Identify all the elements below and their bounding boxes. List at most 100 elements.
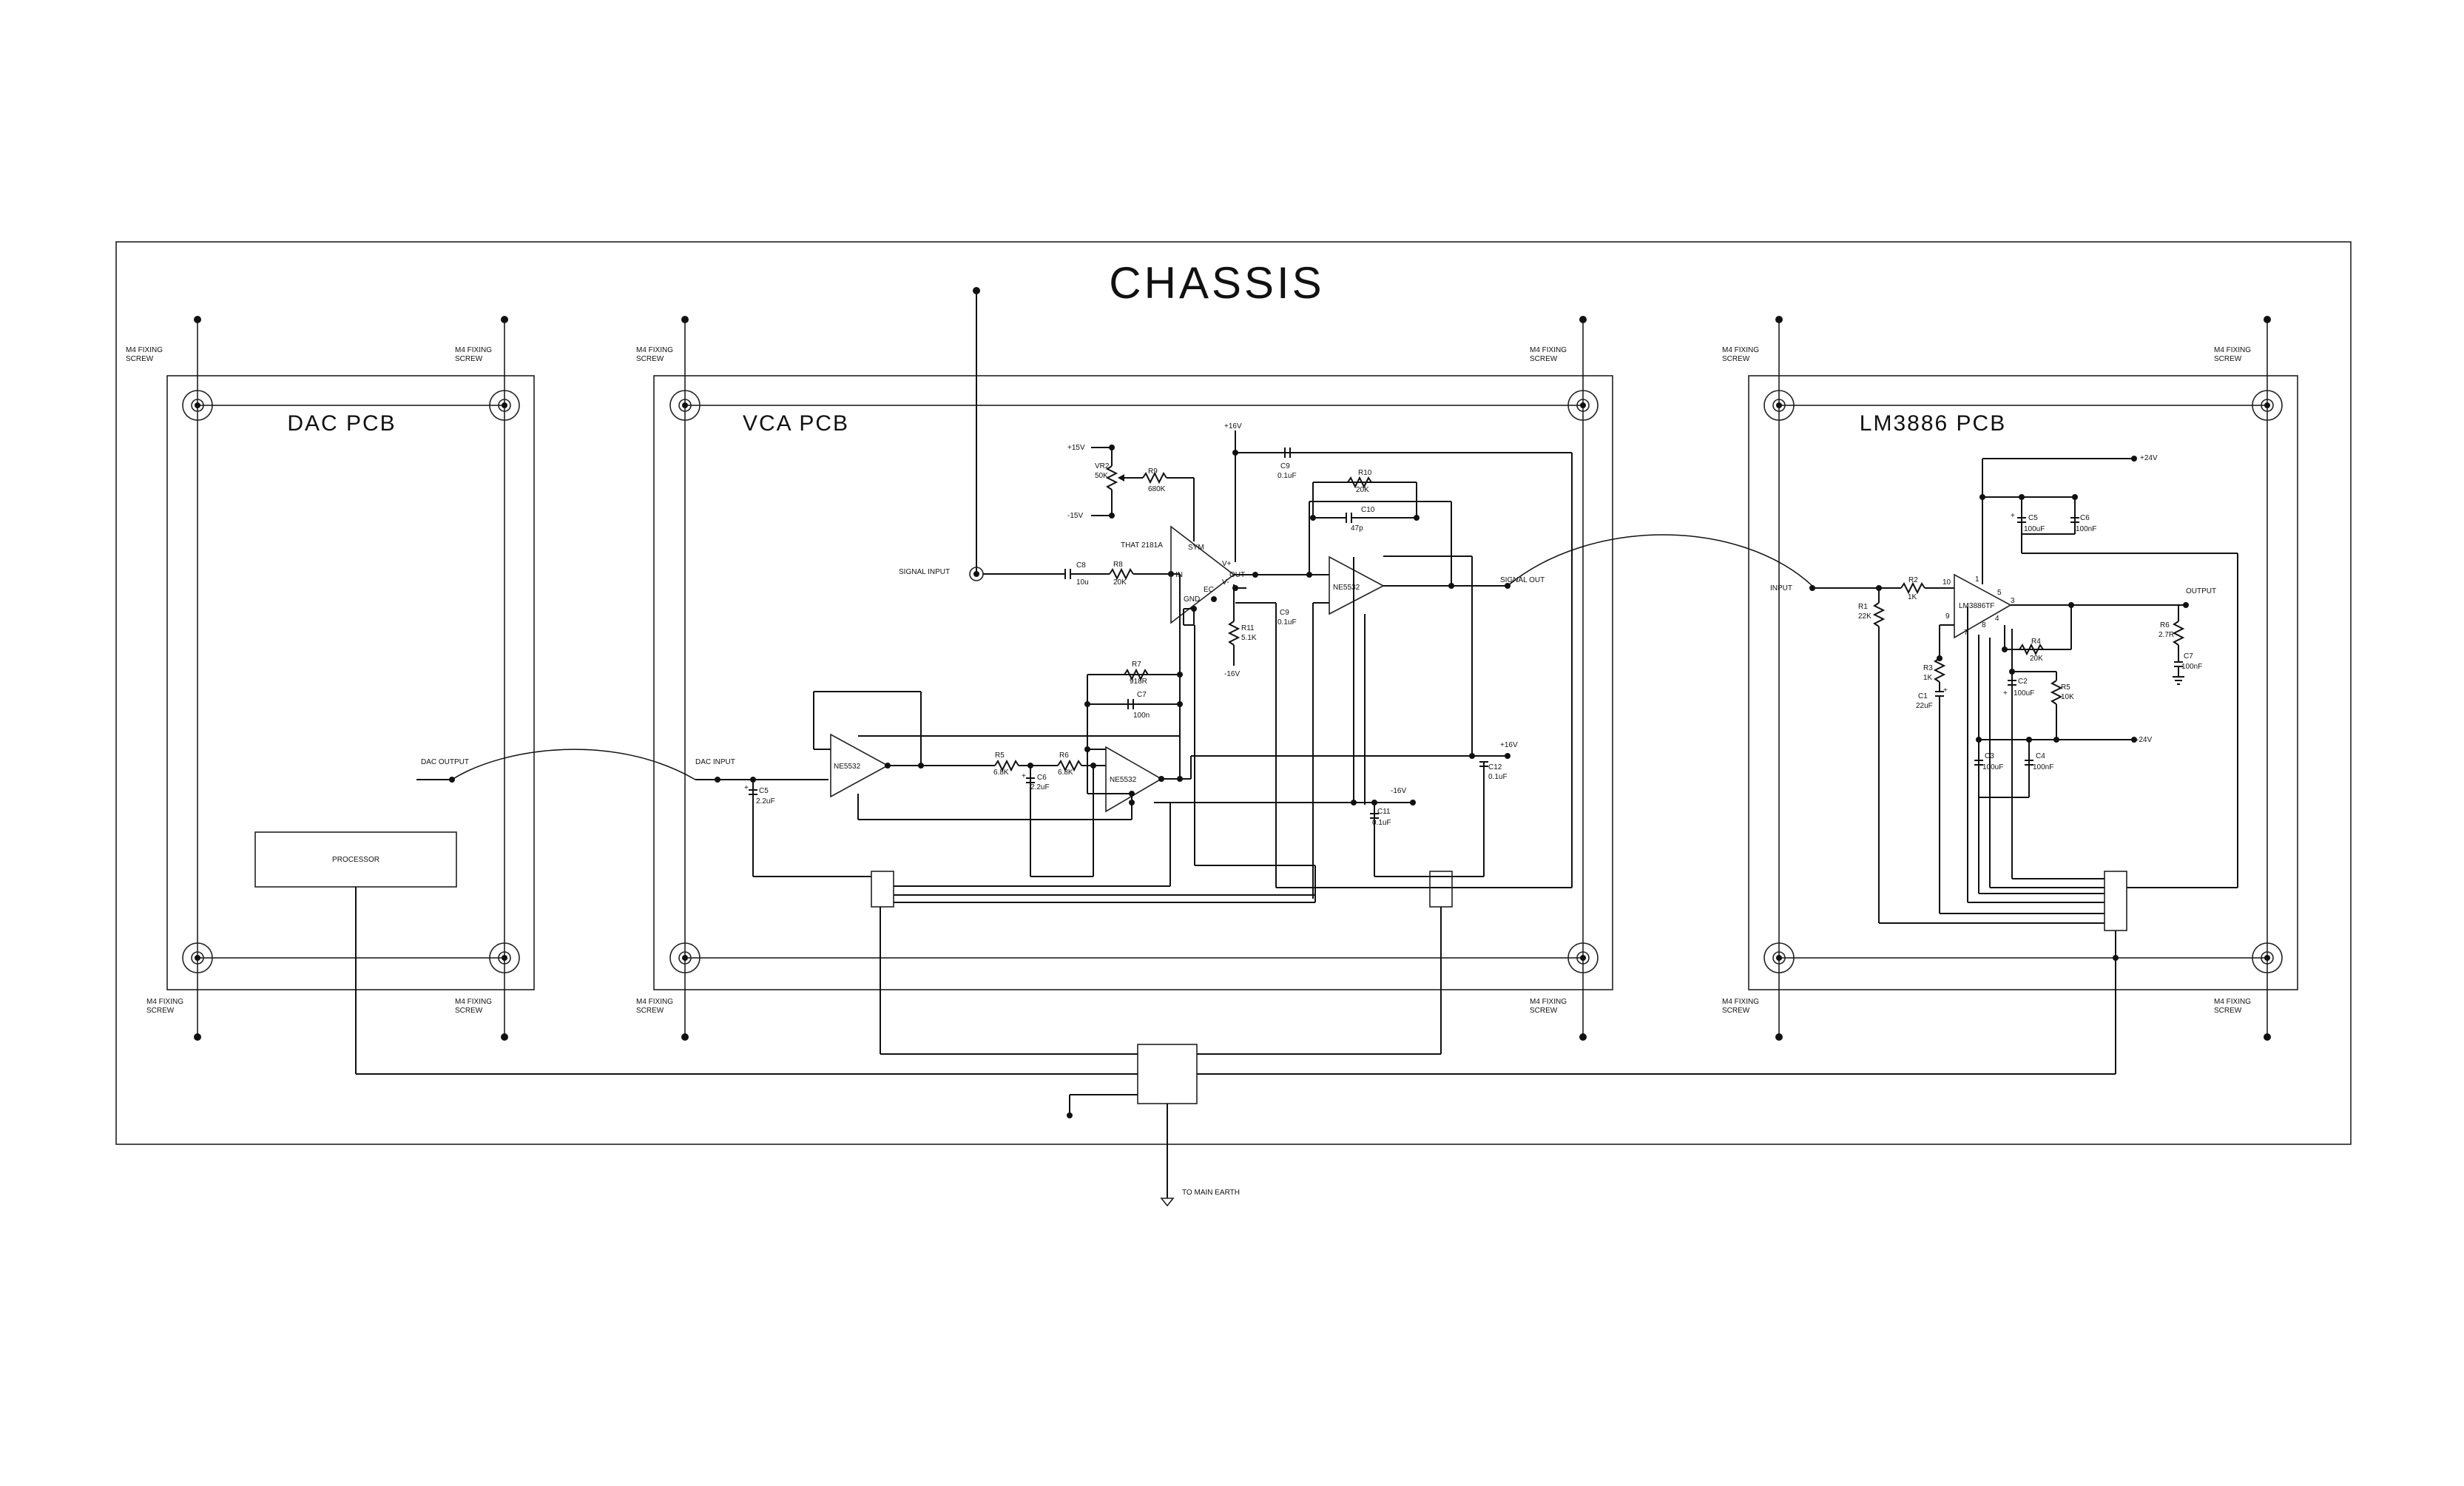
fixing-screw-icon: [489, 390, 520, 421]
r11-value: 5.1K: [1241, 634, 1257, 642]
screw-label: SCREW: [636, 1007, 664, 1015]
r1-value: 22K: [1858, 612, 1871, 621]
fixing-screw-icon: [669, 390, 701, 421]
fixing-screw-icon: [1567, 390, 1599, 421]
lm3886-amp: [1954, 573, 2012, 639]
pin10-label: 10: [1942, 578, 1951, 587]
fixing-screw-icon: [1763, 390, 1795, 421]
screw-label: M4 FIXING: [126, 346, 163, 354]
r2-value: 1K: [1908, 593, 1917, 601]
lm-chip-label: LM3886TF: [1959, 602, 1994, 610]
screw-label: M4 FIXING: [455, 998, 492, 1006]
m16-label-vca: -16V: [1224, 670, 1240, 678]
lm-c4-label: C4: [2036, 752, 2045, 760]
screw-label: SCREW: [1530, 355, 1558, 363]
lm-c7-value: 100nF: [2181, 663, 2202, 671]
screw-label: SCREW: [146, 1007, 175, 1015]
vca-connector-left: [871, 871, 894, 908]
p24-label: +24V: [2140, 454, 2158, 462]
c12-label: C12: [1488, 763, 1502, 771]
r5-label: R5: [995, 752, 1005, 760]
m16-label-right: -16V: [1391, 787, 1406, 795]
dac-pcb-label: DAC PCB: [287, 411, 396, 436]
c11-label: C11: [1377, 808, 1391, 816]
lm-c6-label: C6: [2080, 514, 2090, 522]
r5-value: 6.8K: [993, 769, 1009, 777]
c8-label: C8: [1076, 561, 1086, 570]
vca-pcb-label: VCA PCB: [743, 411, 849, 436]
chassis-title: CHASSIS: [1109, 258, 1324, 308]
lm-c4-value: 100nF: [2033, 763, 2053, 771]
lm-r4-label: R4: [2031, 638, 2041, 646]
screw-label: M4 FIXING: [636, 998, 673, 1006]
pin-sym-label: SYM: [1188, 544, 1204, 552]
lm-c1-label: C1: [1918, 692, 1928, 700]
screw-label: M4 FIXING: [2214, 998, 2251, 1006]
c11-value: 0.1uF: [1372, 819, 1391, 827]
c8-value: 10u: [1076, 578, 1089, 587]
lm-r5-label: R5: [2061, 683, 2070, 692]
screw-label: M4 FIXING: [146, 998, 183, 1006]
screw-label: M4 FIXING: [1530, 346, 1567, 354]
chassis-outline: [115, 241, 2352, 1145]
c9-value: 0.1uF: [1277, 472, 1297, 480]
lm-c3-label: C3: [1985, 752, 1994, 760]
c7-label: C7: [1137, 691, 1147, 699]
pin3-label: 3: [2011, 597, 2015, 605]
lm-c2-value: 100uF: [2014, 689, 2034, 698]
m24-label: -24V: [2136, 736, 2152, 744]
ne5532-c-label: NE5532: [1333, 584, 1360, 592]
screw-label: SCREW: [455, 1007, 483, 1015]
lm-c5-value: 100uF: [2024, 525, 2045, 533]
screw-label: M4 FIXING: [1722, 998, 1759, 1006]
vr2-value: 50K: [1095, 472, 1108, 480]
ne5532-a-label: NE5532: [834, 763, 861, 771]
fixing-screw-icon: [489, 942, 520, 973]
screw-label: SCREW: [1530, 1007, 1558, 1015]
screw-label: M4 FIXING: [1722, 346, 1759, 354]
m15-label: -15V: [1067, 512, 1083, 520]
fixing-screw-icon: [669, 942, 701, 973]
star-earth: TO MAIN EARTH: [355, 887, 2116, 1207]
dac-pcb-outline: [166, 375, 535, 990]
p16-label-top: +16V: [1224, 422, 1242, 430]
fixing-screw-icon: [1763, 942, 1795, 973]
pin7-label: 7: [1964, 629, 1968, 637]
c5-label: C5: [759, 787, 769, 795]
that-chip-label: THAT 2181A: [1121, 541, 1163, 550]
screw-label: SCREW: [636, 355, 664, 363]
fixing-screw-icon: [182, 942, 213, 973]
lm-output-label: OUTPUT: [2186, 587, 2216, 595]
lm3886-pcb-label: LM3886 PCB: [1860, 411, 2006, 436]
screw-label: M4 FIXING: [455, 346, 492, 354]
vr2-label: VR2: [1095, 462, 1110, 470]
screw-label: M4 FIXING: [1530, 998, 1567, 1006]
r10-label: R10: [1358, 469, 1372, 477]
p16-label-right: +16V: [1500, 741, 1518, 749]
star-earth-block: [1137, 1044, 1198, 1104]
screw-label: SCREW: [2214, 1007, 2242, 1015]
screw-label: SCREW: [126, 355, 154, 363]
pin8-label: 8: [1982, 621, 1986, 629]
to-main-earth-label: TO MAIN EARTH: [1182, 1189, 1240, 1197]
r7-value: 918R: [1130, 678, 1147, 686]
screw-label: M4 FIXING: [636, 346, 673, 354]
screw-label: M4 FIXING: [2214, 346, 2251, 354]
processor-label: PROCESSOR: [332, 856, 379, 864]
c6-plus: +: [1022, 772, 1026, 780]
pin1-label: 1: [1975, 575, 1979, 584]
c7-value: 100n: [1133, 712, 1150, 720]
c9b-value: 0.1uF: [1277, 618, 1297, 627]
lm-r3-value: 1K: [1923, 674, 1933, 682]
pin-ec-label: EC: [1204, 586, 1214, 594]
dac-output-label: DAC OUTPUT: [421, 758, 469, 766]
c9-label: C9: [1280, 462, 1290, 470]
ne5532-b-label: NE5532: [1110, 776, 1137, 784]
pin-gnd-label: GND: [1184, 595, 1200, 604]
pin-vp-label: V+: [1222, 560, 1232, 568]
dac-input-label: DAC INPUT: [695, 758, 735, 766]
r8-label: R8: [1113, 561, 1123, 569]
lm-c1-value: 22uF: [1916, 702, 1933, 710]
screw-label: SCREW: [455, 355, 483, 363]
r7-label: R7: [1132, 661, 1141, 669]
